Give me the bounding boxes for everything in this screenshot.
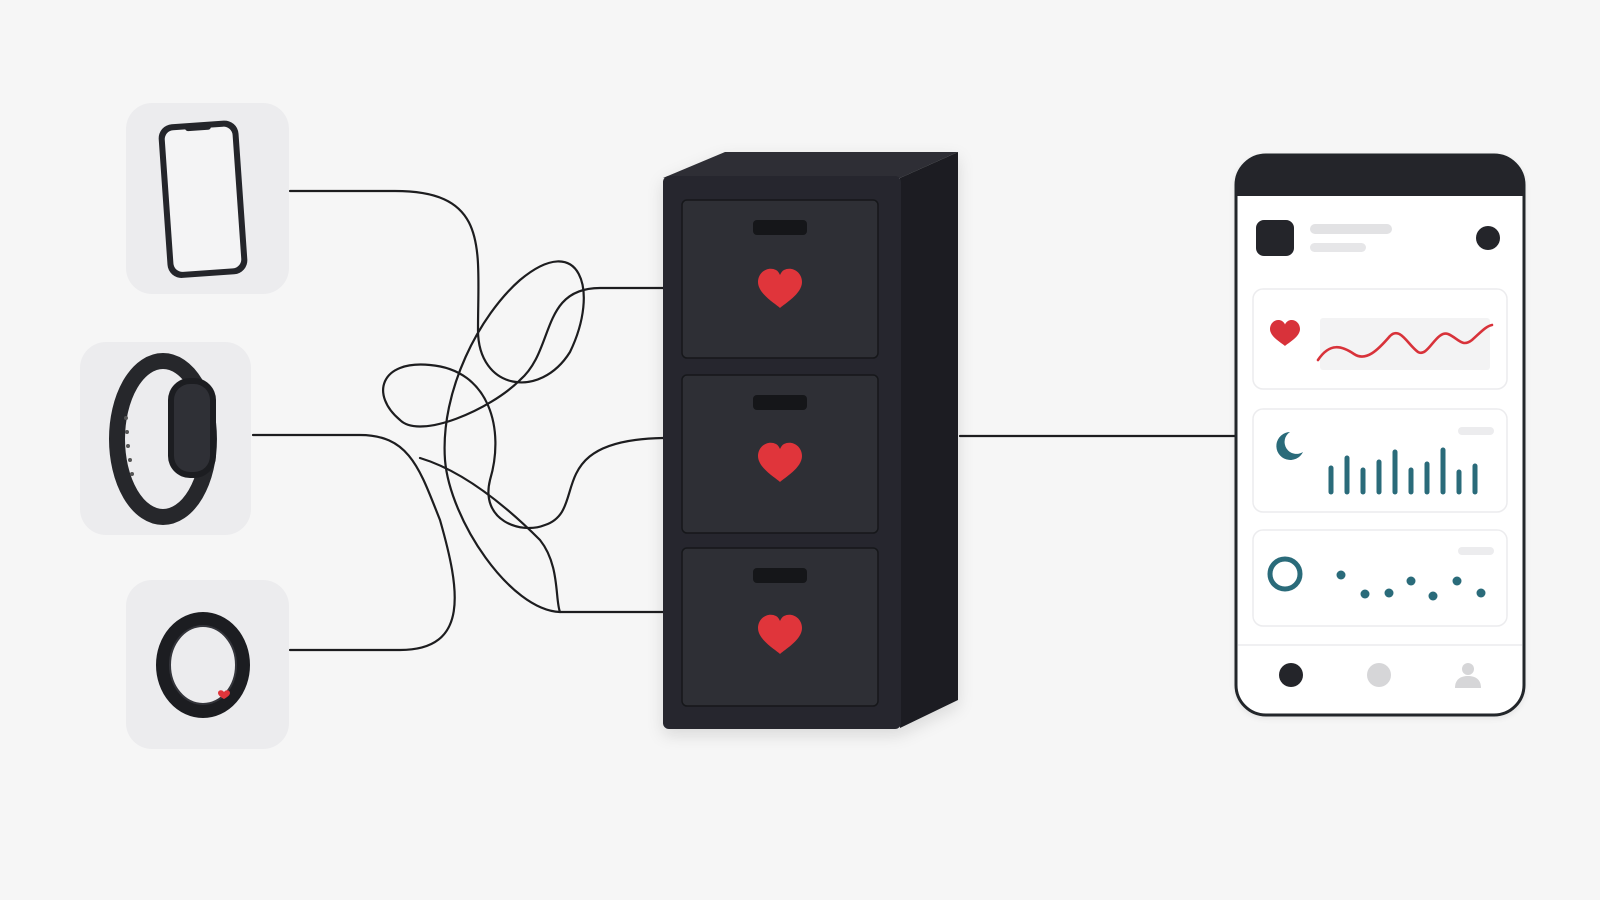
smart-ring-icon (156, 612, 250, 718)
drawer-3 (681, 547, 879, 707)
wire-ring (382, 286, 665, 530)
drawer-handle (753, 395, 807, 410)
card-label-placeholder (1458, 547, 1494, 555)
sleep-bars (1328, 447, 1478, 495)
activity-dots (1336, 570, 1486, 601)
heart-icon (758, 442, 802, 482)
smartphone-icon (158, 120, 248, 278)
source-smartphone (126, 103, 289, 294)
tile (126, 580, 289, 749)
tile (80, 342, 251, 535)
drawer-handle (753, 220, 807, 235)
app-logo-icon (1256, 220, 1294, 256)
wire-phone (288, 189, 665, 614)
wire-band (251, 433, 456, 652)
tangled-wires (251, 189, 1240, 652)
header-subtitle-placeholder (1310, 243, 1366, 252)
heart-icon (758, 614, 802, 654)
dashboard-app-mockup (1234, 153, 1526, 717)
source-smart-ring (126, 580, 289, 749)
heart-rate-wave (1316, 323, 1494, 362)
card-label-placeholder (1458, 427, 1494, 435)
heart-rate-card (1252, 288, 1508, 390)
ring-heart-icon (218, 690, 230, 699)
ring-icon (1267, 556, 1303, 592)
profile-tab-icon[interactable] (1455, 663, 1481, 688)
header-title-placeholder (1310, 224, 1392, 234)
heart-icon (1270, 319, 1300, 346)
wire-loop (418, 456, 562, 614)
sleep-card (1252, 408, 1508, 513)
home-tab-icon[interactable] (1279, 663, 1303, 687)
heart-icon (758, 268, 802, 308)
moon-icon (1276, 432, 1303, 460)
drawer-2 (681, 374, 879, 534)
cabinet-drawers (681, 199, 879, 707)
drawer-handle (753, 568, 807, 583)
source-fitness-band (80, 342, 251, 535)
activity-card (1252, 529, 1508, 627)
phone-status-bar (1236, 155, 1524, 196)
fitness-band-icon (109, 353, 217, 525)
stats-tab-icon[interactable] (1367, 663, 1391, 687)
drawer-1 (681, 199, 879, 359)
profile-dot-icon (1476, 226, 1500, 250)
